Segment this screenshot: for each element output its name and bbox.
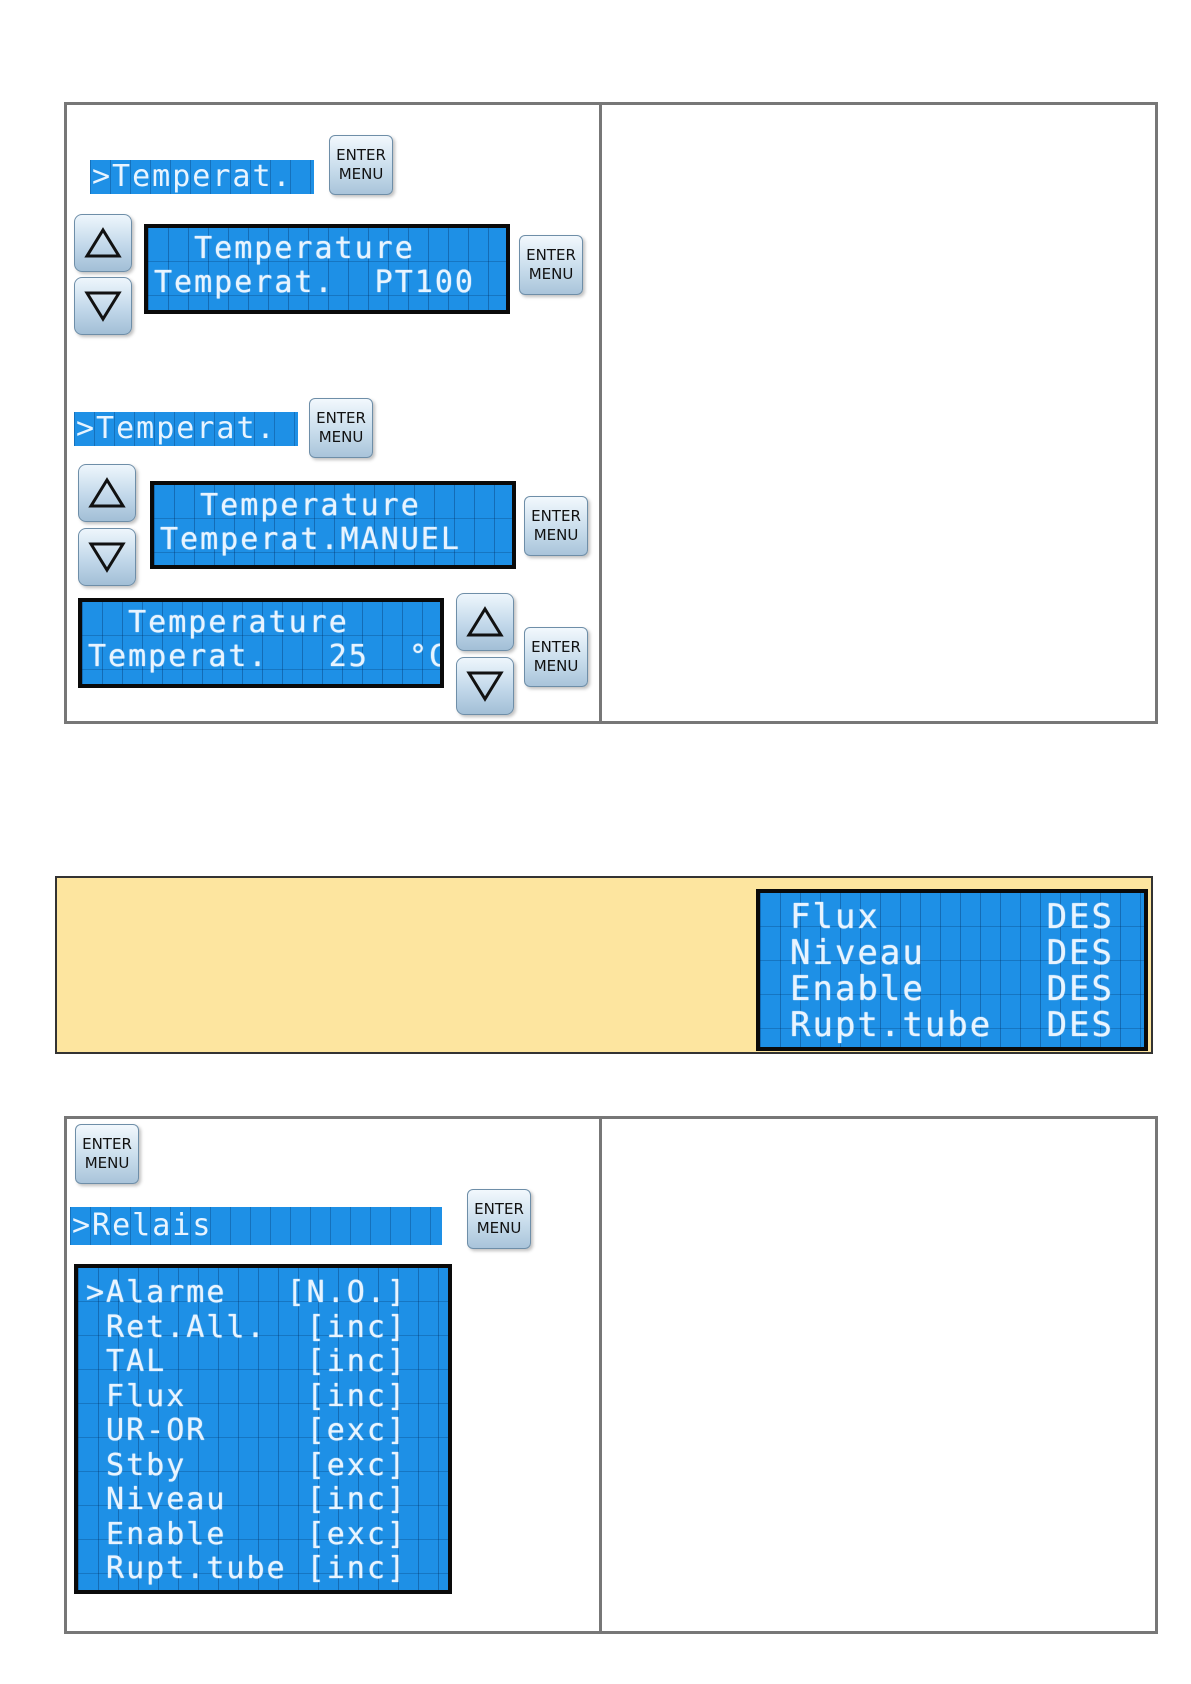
triangle-up-icon <box>84 227 122 258</box>
temperature-menu-banner: >Temperat. <box>90 160 314 194</box>
relais-row-enable: Enable [exc] <box>86 1516 407 1552</box>
relais-row-flux: Flux [inc] <box>86 1378 407 1414</box>
relais-row-tal: TAL [inc] <box>86 1344 407 1379</box>
panel-divider <box>599 105 602 721</box>
panel-divider <box>599 1119 602 1631</box>
lcd-line-2: Temperat. 25 °C <box>88 639 444 674</box>
triangle-down-icon <box>466 671 504 702</box>
up-arrow-button[interactable] <box>456 593 514 651</box>
down-arrow-button[interactable] <box>78 528 136 586</box>
triangle-down-icon <box>84 291 122 322</box>
up-arrow-button[interactable] <box>78 464 136 522</box>
triangle-up-icon <box>466 606 504 637</box>
triangle-down-icon <box>88 542 126 573</box>
relais-row-ret-all: Ret.All. [inc] <box>86 1309 407 1345</box>
lcd-line-2: Temperat.MANUEL <box>160 522 461 557</box>
up-arrow-button[interactable] <box>74 214 132 272</box>
relais-menu-banner: >Relais <box>70 1207 442 1245</box>
lcd-line-1: Temperature <box>160 488 421 523</box>
relais-row-stby: Stby [exc] <box>86 1447 407 1483</box>
lcd-line-1: Temperature <box>88 605 349 640</box>
temperature-menu-banner: >Temperat. <box>74 412 298 446</box>
relais-row-niveau: Niveau [inc] <box>86 1482 407 1517</box>
relais-row-alarme: >Alarme [N.O.] <box>86 1275 407 1310</box>
relais-row-ur-or: UR-OR [exc] <box>86 1413 407 1448</box>
down-arrow-button[interactable] <box>456 657 514 715</box>
manuel-lcd-display: Temperature Temperat.MANUEL <box>150 481 516 569</box>
lcd-line-2: Temperat. PT100 <box>154 265 475 300</box>
relais-row-rupt-tube: Rupt.tube [inc] <box>86 1551 407 1586</box>
pt100-lcd-display: Temperature Temperat. PT100 <box>144 224 510 314</box>
triangle-up-icon <box>88 477 126 508</box>
temperature-value-lcd-display: Temperature Temperat. 25 °C <box>78 598 444 688</box>
lcd-line-1: Temperature <box>154 231 415 266</box>
relais-lcd-display: >Alarme [N.O.] Ret.All. [inc] TAL [inc] … <box>74 1264 452 1594</box>
down-arrow-button[interactable] <box>74 277 132 335</box>
